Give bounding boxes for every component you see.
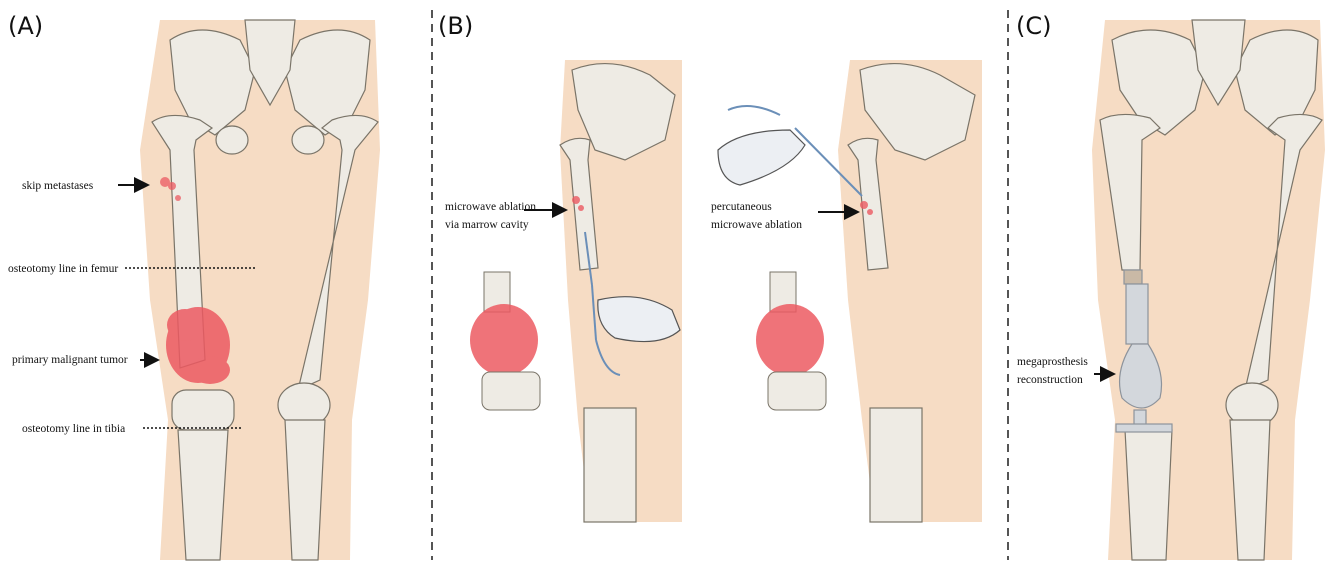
panel-b-illustration bbox=[470, 60, 982, 522]
annotation-skip-metastases: skip metastases bbox=[22, 180, 94, 192]
tibia-icon bbox=[584, 408, 636, 522]
panel-label-b: (B) bbox=[438, 12, 473, 40]
knee-bone-icon bbox=[756, 272, 826, 410]
annotation-via-marrow-cavity: via marrow cavity bbox=[445, 219, 529, 231]
annotation-percutaneous: percutaneous bbox=[711, 201, 772, 213]
annotation-reconstruction: reconstruction bbox=[1017, 374, 1083, 386]
annotation-primary-tumor: primary malignant tumor bbox=[12, 354, 128, 366]
panel-label-a: (A) bbox=[8, 12, 43, 40]
tibia-icon bbox=[870, 408, 922, 522]
panel-a-illustration bbox=[118, 20, 380, 560]
annotation-microwave-ablation: microwave ablation bbox=[445, 201, 536, 213]
panel-label-c: (C) bbox=[1016, 12, 1051, 40]
knee-bone-icon bbox=[470, 272, 540, 410]
tibia-icon bbox=[1125, 430, 1172, 560]
annotation-percutaneous-ablation: microwave ablation bbox=[711, 219, 802, 231]
annotation-osteotomy-tibia: osteotomy line in tibia bbox=[22, 423, 125, 435]
annotation-megaprosthesis: megaprosthesis bbox=[1017, 356, 1088, 368]
annotation-osteotomy-femur: osteotomy line in femur bbox=[8, 263, 118, 275]
panel-c-illustration bbox=[1092, 20, 1325, 560]
